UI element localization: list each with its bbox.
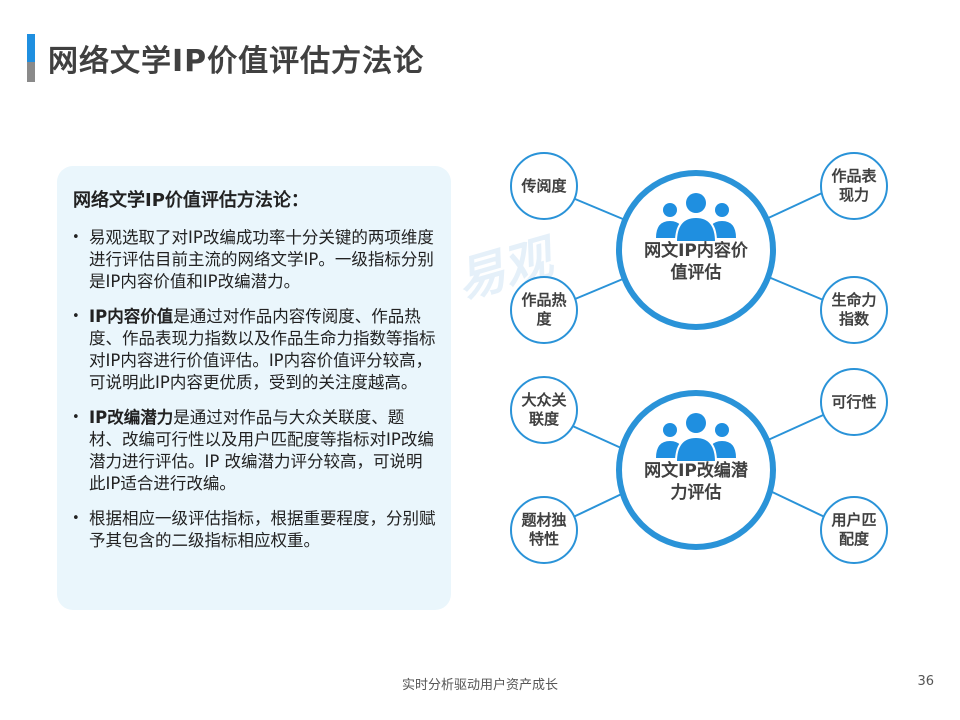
page-title: 网络文学IP价值评估方法论 — [48, 44, 425, 79]
bullet-list: • 易观选取了对IP改编成功率十分关键的两项维度进行评估目前主流的网络文学IP。… — [71, 227, 437, 552]
node-public-relevance: 大众关联度 — [510, 376, 578, 444]
footer-slogan: 实时分析驱动用户资产成长 — [401, 678, 558, 693]
node-circulation: 传阅度 — [510, 152, 578, 220]
bullet-dot-icon: • — [72, 230, 80, 245]
description-panel: 网络文学IP价值评估方法论： • 易观选取了对IP改编成功率十分关键的两项维度进… — [57, 166, 451, 610]
hub-label: 网文IP改编潜力评估 — [644, 461, 748, 503]
node-expressiveness: 作品表现力 — [820, 152, 888, 220]
hub-label: 网文IP内容价值评估 — [644, 241, 748, 283]
title-accent-gray — [27, 62, 35, 82]
bullet-text: 易观选取了对IP改编成功率十分关键的两项维度进行评估目前主流的网络文学IP。一级… — [89, 228, 434, 291]
node-popularity: 作品热度 — [510, 276, 578, 344]
bullet-item-3: • IP改编潜力是通过对作品与大众关联度、题材、改编可行性以及用户匹配度等指标对… — [71, 407, 437, 495]
node-feasibility: 可行性 — [820, 368, 888, 436]
title-accent-blue — [27, 34, 35, 62]
people-icon — [656, 193, 736, 243]
bullet-dot-icon: • — [72, 410, 80, 425]
page-number: 36 — [917, 674, 934, 689]
bullet-text: 是通过对作品内容传阅度、作品热度、作品表现力指数以及作品生命力指数等指标对IP内… — [89, 307, 436, 392]
panel-heading: 网络文学IP价值评估方法论： — [73, 190, 309, 211]
node-vitality: 生命力指数 — [820, 276, 888, 344]
title-accent-bar — [27, 34, 35, 82]
hub-adaptation-potential: 网文IP改编潜力评估 — [616, 390, 776, 550]
people-icon — [656, 413, 736, 463]
bullet-item-4: • 根据相应一级评估指标，根据重要程度，分别赋予其包含的二级指标相应权重。 — [71, 508, 437, 552]
bullet-dot-icon: • — [72, 511, 80, 526]
bullet-item-2: • IP内容价值是通过对作品内容传阅度、作品热度、作品表现力指数以及作品生命力指… — [71, 306, 437, 394]
bullet-lead: IP改编潜力 — [89, 408, 174, 427]
bullet-lead: IP内容价值 — [89, 307, 174, 326]
hub-content-value: 网文IP内容价值评估 — [616, 170, 776, 330]
bullet-item-1: • 易观选取了对IP改编成功率十分关键的两项维度进行评估目前主流的网络文学IP。… — [71, 227, 437, 293]
bullet-text: 根据相应一级评估指标，根据重要程度，分别赋予其包含的二级指标相应权重。 — [89, 509, 436, 550]
bullet-dot-icon: • — [72, 309, 80, 324]
evaluation-diagram: 网文IP内容价值评估 网文IP改编潜力评估 传阅度 作品表现力 作品热度 生命力… — [490, 140, 930, 580]
node-theme-uniqueness: 题材独特性 — [510, 496, 578, 564]
bullet-text: 是通过对作品与大众关联度、题材、改编可行性以及用户匹配度等指标对IP改编潜力进行… — [89, 408, 434, 493]
node-user-match: 用户匹配度 — [820, 496, 888, 564]
